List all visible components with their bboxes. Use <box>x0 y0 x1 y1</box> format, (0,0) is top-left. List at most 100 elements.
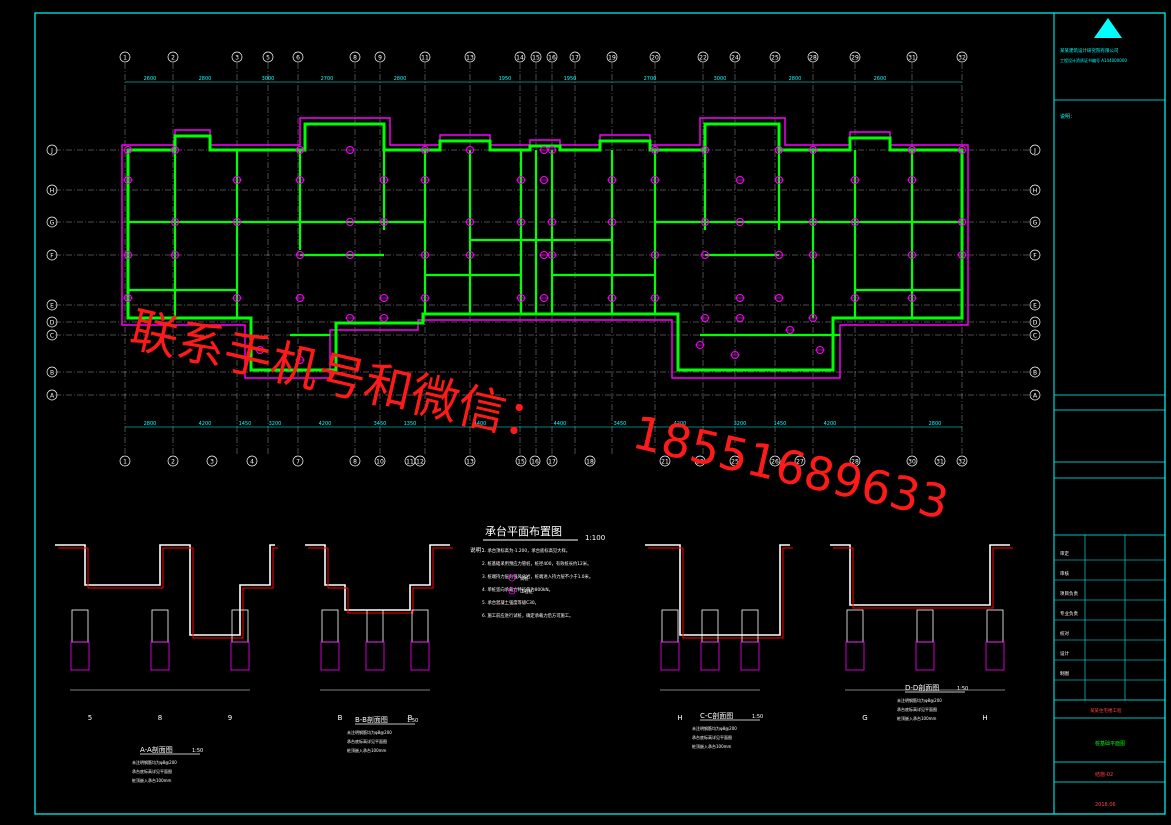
dimension-label: 2800 <box>199 76 212 82</box>
axis-label-bottom: 25 <box>731 459 739 466</box>
section-profile <box>55 544 275 636</box>
section-pile-lower <box>985 641 1005 671</box>
section-profile <box>305 544 450 611</box>
axis-bubble <box>956 455 968 467</box>
section-pile-lower <box>915 641 935 671</box>
axis-bubble <box>119 51 131 63</box>
section-pile <box>916 609 934 643</box>
axis-bubble <box>906 51 918 63</box>
axis-label-side: F <box>1033 253 1037 260</box>
dimension-label: 2800 <box>789 76 802 82</box>
axis-bubble <box>246 455 258 467</box>
axis-bubble <box>807 51 819 63</box>
drawing-frame <box>34 12 1166 815</box>
section-pile-lower <box>410 641 430 671</box>
axis-bubble <box>1029 366 1041 378</box>
company-name: 某某建筑设计研究院有限公司 <box>1060 47 1119 54</box>
dimension-label: 4400 <box>474 421 487 427</box>
axis-bubble <box>649 51 661 63</box>
axis-label-side: D <box>1033 320 1038 327</box>
axis-label-side: H <box>1033 188 1038 195</box>
axis-label-top: 32 <box>958 55 966 62</box>
title-row-label: 专业负责 <box>1060 610 1078 617</box>
section-axis-label: B <box>338 714 343 722</box>
dimension-label: 4200 <box>199 421 212 427</box>
section-pile <box>151 609 169 643</box>
section-pile <box>366 609 384 643</box>
axis-bubble <box>794 455 806 467</box>
axis-label-bottom: 3 <box>210 459 214 466</box>
axis-label-top: 17 <box>571 55 579 62</box>
axis-bubble <box>530 51 542 63</box>
section-pile-lower <box>70 641 90 671</box>
section-rebar <box>833 547 1013 609</box>
plan-note-line: 5. 承台混凝土强度等级C30。 <box>482 599 539 606</box>
title-row-label: 设计 <box>1060 650 1069 657</box>
section-pile <box>741 609 759 643</box>
axis-bubble <box>1029 316 1041 328</box>
section-title: B-B剖面图 <box>355 715 388 724</box>
section-pile <box>846 609 864 643</box>
axis-bubble <box>349 51 361 63</box>
pile-plan <box>121 117 969 379</box>
axis-bubble <box>569 51 581 63</box>
axis-bubble <box>956 51 968 63</box>
axis-bubble <box>1029 299 1041 311</box>
dimension-label: 3450 <box>374 421 387 427</box>
dimension-label: 2800 <box>929 421 942 427</box>
axis-bubble <box>167 51 179 63</box>
plan-scale: 1:100 <box>585 534 605 542</box>
section-note: 未注明钢筋均为φ8@200 <box>347 729 392 735</box>
axis-bubble <box>46 316 58 328</box>
axis-bubble <box>1029 144 1041 156</box>
dimension-label: 1950 <box>499 76 512 82</box>
wall-outline <box>126 122 964 372</box>
dimension-label: 4400 <box>554 421 567 427</box>
section-rebar <box>648 547 793 639</box>
axis-label-top: 11 <box>421 55 429 62</box>
axis-label-side: A <box>1033 393 1038 400</box>
dimension-label: 3000 <box>262 76 275 82</box>
title-row-label: 审核 <box>1060 570 1069 577</box>
dimension-label: 2800 <box>144 421 157 427</box>
axis-label-top: 2 <box>171 55 175 62</box>
axis-bubble <box>349 455 361 467</box>
dimension-label: 3200 <box>734 421 747 427</box>
axis-bubble <box>934 455 946 467</box>
axis-label-bottom: 4 <box>250 459 254 466</box>
section-note: 未注明钢筋均为φ8@200 <box>897 697 942 703</box>
section-pile-lower <box>845 641 865 671</box>
section-note: 承台底标高详见平面图 <box>692 734 732 740</box>
section-axis-label: 5 <box>88 714 92 722</box>
axis-label-top: 29 <box>851 55 859 62</box>
section-axis-label: B <box>408 714 413 722</box>
axis-label-bottom: 27 <box>796 459 804 466</box>
axis-label-top: 22 <box>699 55 707 62</box>
dimension-label: 2600 <box>144 76 157 82</box>
section-pile-lower <box>365 641 385 671</box>
axis-label-side: C <box>1033 333 1037 340</box>
axis-bubble <box>515 455 527 467</box>
axis-label-bottom: 15 <box>517 459 525 466</box>
axis-label-side: A <box>50 393 55 400</box>
section-axis-label: 9 <box>228 714 232 722</box>
axis-label-top: 5 <box>266 55 270 62</box>
axis-label-bottom: 18 <box>586 459 594 466</box>
axis-bubble <box>1029 216 1041 228</box>
axis-label-bottom: 26 <box>771 459 779 466</box>
plan-notes: 说明：1. 承台顶标高为-1.200，承台底标高见大样。2. 桩基础采用预应力管… <box>470 546 593 619</box>
axis-bubble <box>46 389 58 401</box>
section-scale: 1:50 <box>957 686 968 692</box>
axis-bubble <box>46 184 58 196</box>
section-pile-lower <box>320 641 340 671</box>
axis-bubble <box>514 51 526 63</box>
axis-label-top: 25 <box>771 55 779 62</box>
section-note: 桩顶嵌入承台100mm <box>132 777 172 783</box>
project-name: 某某住宅楼工程 <box>1090 707 1122 714</box>
dimension-label: 1450 <box>774 421 787 427</box>
axis-bubble <box>906 455 918 467</box>
section-title: D-D剖面图 <box>905 683 939 692</box>
section-profile <box>830 544 1010 606</box>
section-note: 桩顶嵌入承台100mm <box>692 743 732 749</box>
